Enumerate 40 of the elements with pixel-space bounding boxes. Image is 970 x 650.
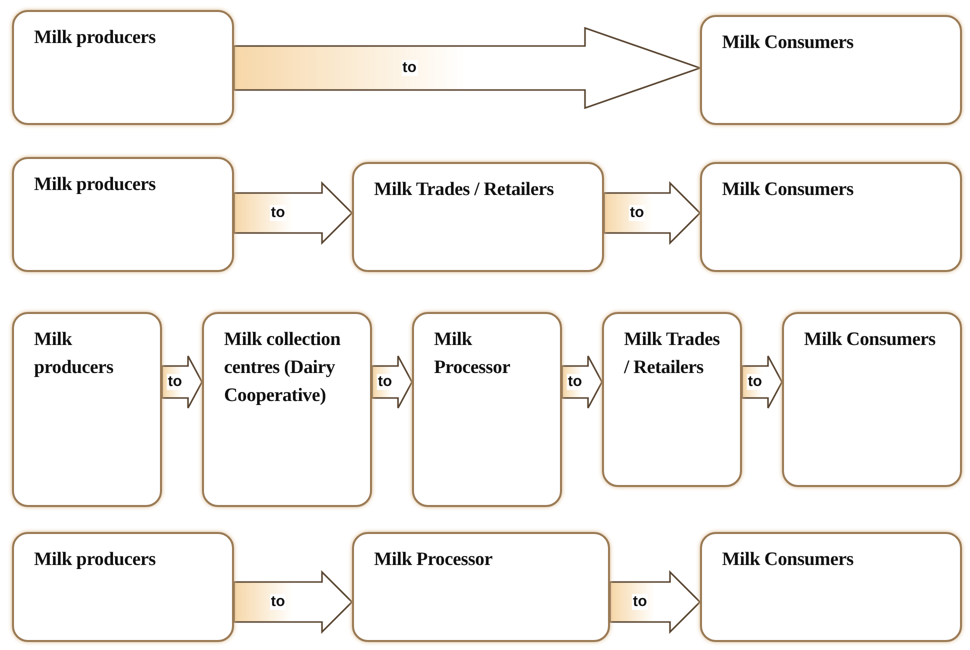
box-label: Milk Consumers (722, 31, 854, 55)
box-label: Milk producers (34, 26, 157, 50)
edge-label: to (628, 205, 646, 221)
process-box (12, 532, 234, 642)
box-label: Milk Consumers (722, 548, 854, 572)
edge-label: to (632, 594, 648, 610)
process-box (352, 162, 604, 272)
process-box (700, 162, 962, 272)
block-arrow (603, 181, 702, 245)
box-label: Milk producers (34, 328, 114, 380)
edge-label: to (401, 60, 418, 76)
process-box (12, 10, 234, 125)
process-box (700, 15, 962, 125)
box-label: Milk producers (34, 173, 157, 197)
process-box (700, 532, 962, 642)
process-box (12, 312, 162, 507)
edge-label: to (166, 374, 184, 390)
process-box (412, 312, 562, 507)
block-arrow (609, 570, 702, 634)
process-box (352, 532, 610, 642)
box-label: Milk producers (34, 548, 157, 572)
box-label: Milk collection centres (Dairy Cooperative) (224, 328, 342, 408)
edge-label: to (566, 374, 584, 390)
edge-label: to (270, 205, 286, 221)
box-label: Milk Trades / Retailers (374, 178, 555, 202)
process-box (602, 312, 742, 487)
block-arrow (233, 26, 702, 110)
edge-label: to (746, 374, 764, 390)
process-box (782, 312, 962, 487)
edge-label: to (270, 594, 286, 610)
box-label: Milk Consumers (722, 178, 854, 202)
edge-label: to (376, 374, 394, 390)
box-label: Milk Processor (374, 548, 494, 572)
process-box (202, 312, 372, 507)
box-label: Milk Consumers (804, 328, 936, 352)
block-arrow (233, 570, 354, 634)
block-arrow (233, 181, 354, 245)
box-label: Milk Trades / Retailers (624, 328, 720, 380)
process-box (12, 157, 234, 272)
box-label: Milk Processor (434, 328, 512, 380)
